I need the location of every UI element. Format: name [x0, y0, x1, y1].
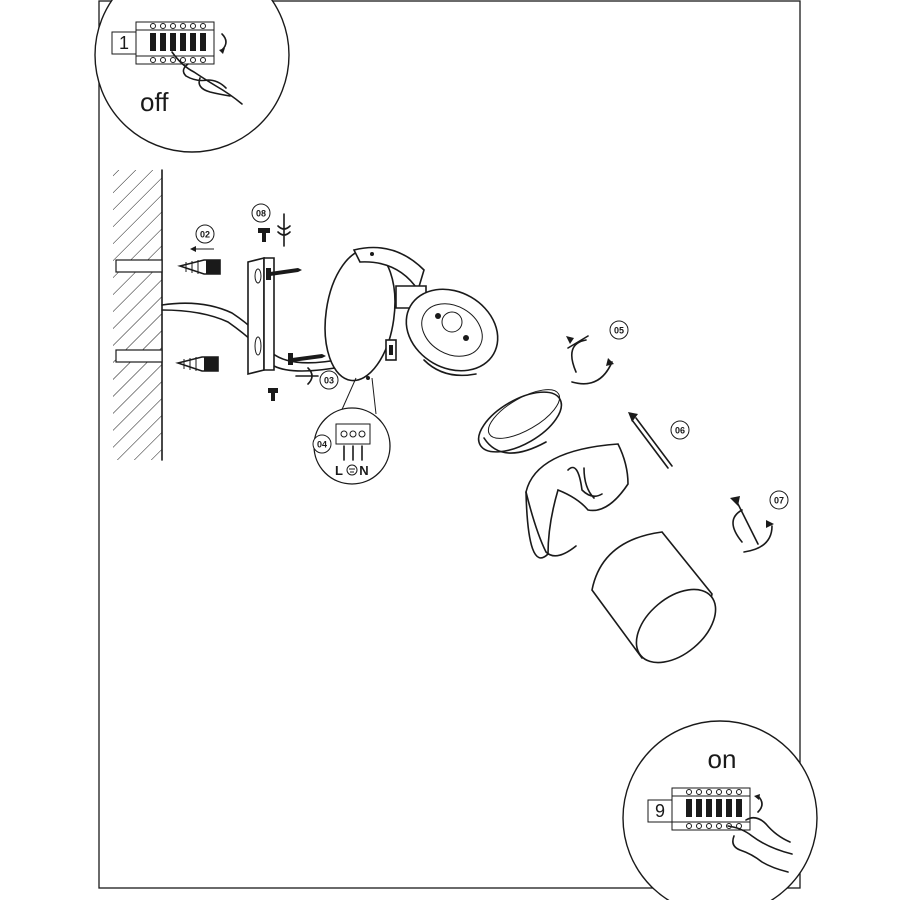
step-tag-03: 03	[295, 367, 339, 390]
svg-text:02: 02	[200, 230, 210, 240]
inset-power-off: 1	[94, 0, 290, 153]
mounting-bracket	[247, 256, 275, 376]
page-frame	[98, 0, 801, 889]
step-tag-07: 07	[730, 490, 789, 553]
wall	[113, 169, 163, 461]
inset-power-on: on 9	[622, 720, 818, 900]
canopy	[324, 246, 425, 382]
step-tag-04: 04	[317, 440, 327, 450]
bracket-screw-bottom	[288, 353, 326, 365]
terminal-block-icon	[671, 787, 751, 831]
step-tag-02: 02	[190, 224, 215, 252]
retaining-ring	[477, 389, 563, 454]
earth-symbol-icon	[346, 464, 358, 476]
inner-shade	[525, 443, 629, 559]
rotate-arrow-icon	[567, 335, 613, 385]
inset-state-label: off	[140, 87, 169, 117]
inset-state-label: on	[708, 744, 737, 774]
hand-icon	[727, 816, 793, 873]
hand-icon	[171, 51, 243, 105]
screwdriver-icon	[277, 213, 291, 247]
step-tag-08: 08	[251, 203, 291, 247]
live-label: L	[335, 463, 343, 478]
svg-text:07: 07	[774, 496, 784, 506]
bracket-screw-top	[266, 268, 302, 280]
svg-text:05: 05	[614, 326, 624, 336]
lamp-holder	[405, 288, 499, 377]
step-tag-06: 06	[628, 412, 690, 469]
svg-text:03: 03	[324, 376, 334, 386]
rotate-arrow-icon	[732, 499, 773, 553]
wall-anchor-top	[177, 259, 221, 275]
inset-step-number: 9	[655, 801, 665, 821]
wiring-inset: L N 04	[312, 377, 391, 485]
svg-text:06: 06	[675, 426, 685, 436]
inset-step-number: 1	[119, 33, 129, 53]
svg-text:08: 08	[256, 209, 266, 219]
wall-anchor-bottom	[175, 356, 219, 372]
step-tag-05: 05	[566, 320, 629, 385]
terminal-block-icon	[135, 21, 215, 65]
set-screw-small	[258, 228, 278, 401]
neutral-label: N	[359, 463, 368, 478]
outer-shade	[591, 531, 717, 664]
